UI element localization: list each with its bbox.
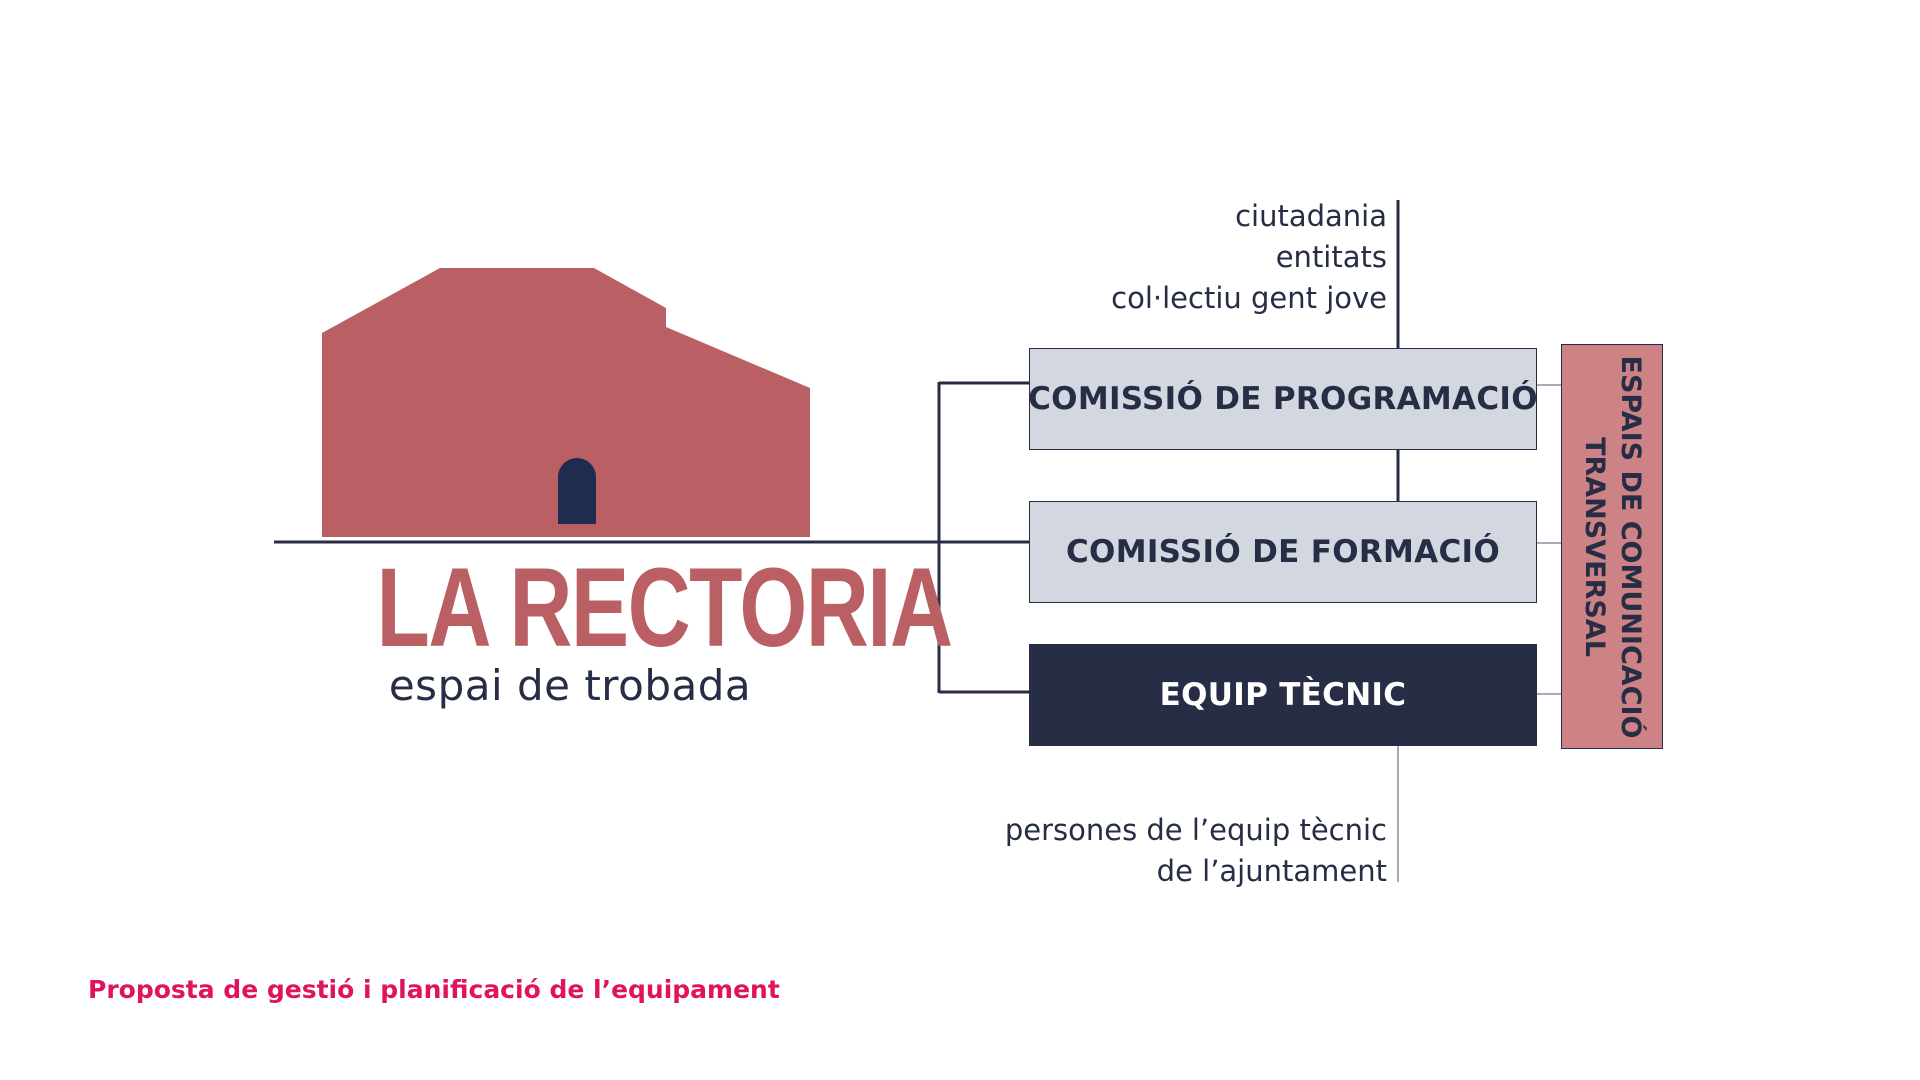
stakeholder-collectiu-gent-jove: col·lectiu gent jove bbox=[1111, 281, 1387, 315]
stakeholder-persones-equip-tecnic: persones de l’equip tècnic bbox=[1004, 813, 1387, 847]
building-shape bbox=[322, 268, 810, 537]
footer-caption: Proposta de gestió i planificació de l’e… bbox=[88, 975, 780, 1004]
house-icon bbox=[322, 268, 810, 537]
stakeholder-entitats: entitats bbox=[1275, 240, 1387, 274]
espais-comunicacio-box: ESPAIS DE COMUNICACIÓ TRANSVERSAL bbox=[1561, 344, 1663, 749]
top-stakeholders-list: ciutadania entitats col·lectiu gent jove bbox=[1111, 196, 1387, 319]
comissio-programacio-label: COMISSIÓ DE PROGRAMACIÓ bbox=[1028, 381, 1538, 417]
stakeholder-ajuntament: de l’ajuntament bbox=[1156, 854, 1387, 888]
bottom-stakeholders-list: persones de l’equip tècnic de l’ajuntame… bbox=[1005, 810, 1387, 892]
espais-comunicacio-line-1: ESPAIS DE COMUNICACIÓ bbox=[1615, 355, 1646, 738]
stakeholder-ciutadania: ciutadania bbox=[1235, 199, 1387, 233]
logo-title: LA RECTORIA bbox=[376, 545, 954, 670]
logo-subtitle: espai de trobada bbox=[388, 661, 752, 710]
equip-tecnic-label: EQUIP TÈCNIC bbox=[1159, 677, 1407, 713]
comissio-formacio-box: COMISSIÓ DE FORMACIÓ bbox=[1029, 501, 1537, 603]
espais-comunicacio-label: ESPAIS DE COMUNICACIÓ TRANSVERSAL bbox=[1576, 344, 1648, 749]
equip-tecnic-box: EQUIP TÈCNIC bbox=[1029, 644, 1537, 746]
comissio-programacio-box: COMISSIÓ DE PROGRAMACIÓ bbox=[1028, 348, 1538, 450]
door-shape bbox=[558, 458, 596, 524]
comissio-formacio-label: COMISSIÓ DE FORMACIÓ bbox=[1065, 534, 1500, 570]
espais-comunicacio-line-2: TRANSVERSAL bbox=[1579, 436, 1610, 657]
